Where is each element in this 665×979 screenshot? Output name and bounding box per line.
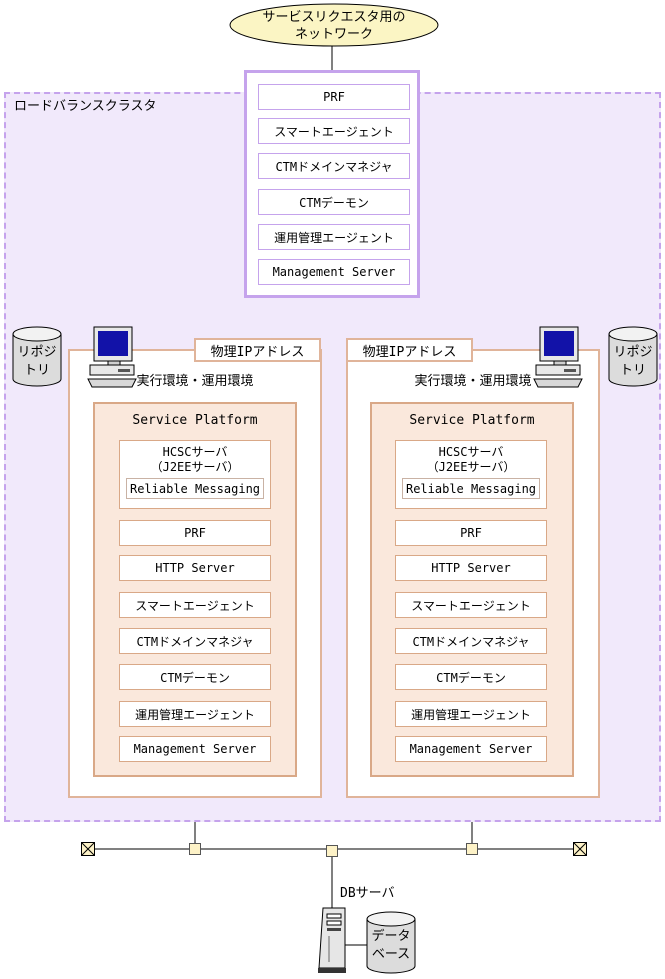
mgmt-item-ctm-domain-manager: CTMドメインマネジャ: [258, 153, 410, 179]
database-line2: ベース: [371, 947, 411, 962]
center-bus-hub-icon: [326, 845, 338, 857]
database-cylinder-icon: [366, 911, 416, 974]
left-hcsc-line2: （J2EEサーバ）: [150, 460, 240, 474]
right-hcsc-line2: （J2EEサーバ）: [426, 460, 516, 474]
left-item-management-server: Management Server: [119, 736, 271, 762]
right-item-ops-agent: 運用管理エージェント: [395, 701, 547, 727]
left-service-platform-title: Service Platform: [132, 413, 258, 428]
right-item-management-server: Management Server: [395, 736, 547, 762]
mgmt-item-smart-agent: スマートエージェント: [258, 118, 410, 144]
left-item-smart-agent: スマートエージェント: [119, 592, 271, 618]
right-repository-line1: リポジ: [613, 345, 653, 360]
right-item-smart-agent: スマートエージェント: [395, 592, 547, 618]
right-hcsc-line1: HCSCサーバ: [438, 445, 504, 459]
cluster-label: ロードバランスクラスタ: [14, 99, 157, 114]
left-physical-ip-label: 物理IPアドレス: [194, 338, 321, 362]
mgmt-item-management-server: Management Server: [258, 259, 410, 285]
left-repository-icon: [12, 326, 62, 387]
right-item-ctm-domain-manager: CTMドメインマネジャ: [395, 628, 547, 654]
db-server-label: DBサーバ: [340, 886, 395, 901]
right-repository-line2: トリ: [619, 363, 646, 378]
right-service-platform-title: Service Platform: [409, 413, 535, 428]
left-item-ctm-daemon: CTMデーモン: [119, 664, 271, 690]
left-env-label: 実行環境・運用環境: [136, 374, 254, 389]
right-physical-ip-label: 物理IPアドレス: [346, 338, 473, 362]
right-computer-icon: [533, 326, 583, 388]
right-repository-icon: [608, 326, 658, 387]
database-line1: データ: [371, 929, 411, 944]
left-repository-line1: リポジ: [17, 345, 57, 360]
db-server-tower-icon: [318, 907, 346, 973]
left-item-prf: PRF: [119, 520, 271, 546]
left-hcsc-line1: HCSCサーバ: [162, 445, 228, 459]
left-bus-terminator-icon: [81, 842, 95, 856]
network-label-line1: サービスリクエスタ用の: [262, 10, 406, 25]
right-item-ctm-daemon: CTMデーモン: [395, 664, 547, 690]
mgmt-item-prf: PRF: [258, 84, 410, 110]
left-item-ctm-domain-manager: CTMドメインマネジャ: [119, 628, 271, 654]
mgmt-item-ctm-daemon: CTMデーモン: [258, 189, 410, 215]
right-reliable-messaging: Reliable Messaging: [402, 478, 540, 499]
left-reliable-messaging: Reliable Messaging: [126, 478, 264, 499]
requester-network-ellipse: [229, 3, 439, 47]
left-computer-icon: [87, 326, 137, 388]
left-item-http-server: HTTP Server: [119, 555, 271, 581]
right-bus-hub-icon: [466, 843, 478, 855]
left-repository-line2: トリ: [23, 363, 50, 378]
right-item-http-server: HTTP Server: [395, 555, 547, 581]
right-env-label: 実行環境・運用環境: [414, 374, 532, 389]
left-bus-hub-icon: [189, 843, 201, 855]
right-item-prf: PRF: [395, 520, 547, 546]
mgmt-item-ops-agent: 運用管理エージェント: [258, 224, 410, 250]
network-label-line2: ネットワーク: [294, 27, 373, 42]
left-item-ops-agent: 運用管理エージェント: [119, 701, 271, 727]
right-bus-terminator-icon: [573, 842, 587, 856]
